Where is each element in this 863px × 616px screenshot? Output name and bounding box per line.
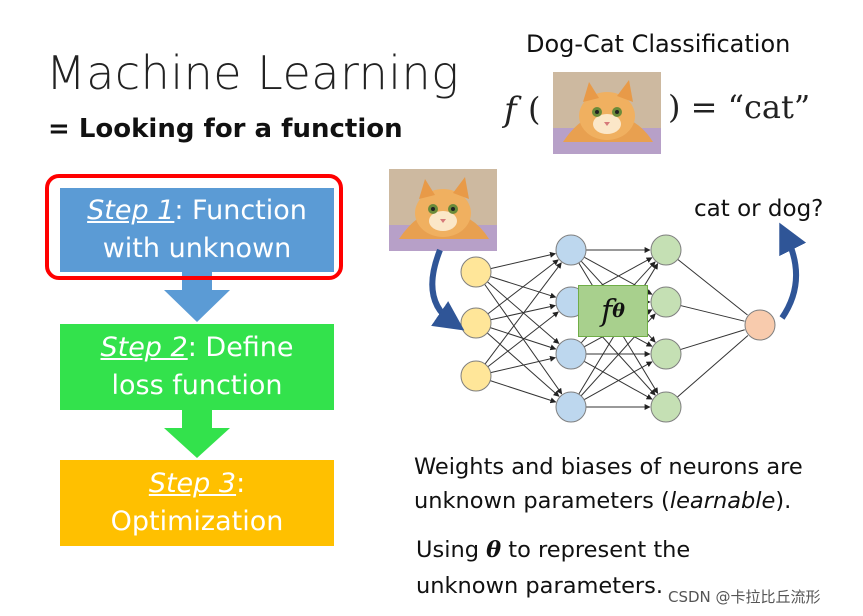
function-block-f: f: [601, 293, 613, 329]
step1-box: Step 1: Function with unknown: [60, 188, 334, 272]
step1-text: : Function: [174, 195, 307, 226]
step2-box: Step 2: Define loss function: [60, 324, 334, 410]
page-title: Machine Learning: [46, 46, 460, 100]
output-node: [744, 309, 776, 341]
step1-label: Step 1: [87, 195, 175, 226]
weights-description: Weights and biases of neurons are unknow…: [414, 450, 803, 518]
network-edge: [680, 329, 745, 351]
network-nodes: [460, 234, 776, 423]
step2-text: : Define: [187, 332, 294, 363]
step1-line2: with unknown: [102, 233, 292, 264]
theta-symbol: θ: [486, 537, 502, 563]
watermark: CSDN @卡拉比丘流形: [668, 588, 821, 606]
step2-label: Step 2: [100, 332, 188, 363]
network-edge: [490, 303, 556, 321]
hidden1-node: [555, 391, 587, 423]
theta-line2: unknown parameters.: [416, 573, 664, 599]
network-edge: [583, 361, 653, 401]
equation-open-paren: (: [528, 90, 541, 128]
equation-function: f: [504, 90, 517, 130]
network-edge: [487, 311, 559, 368]
hidden2-node: [650, 338, 682, 370]
input-node: [460, 360, 492, 392]
classification-title: Dog-Cat Classification: [526, 30, 791, 58]
network-edge: [490, 251, 556, 270]
input-node: [460, 307, 492, 339]
weights-line1: Weights and biases of neurons are: [414, 454, 803, 480]
weights-line2: unknown parameters (learnable).: [414, 484, 803, 518]
network-edge: [484, 262, 562, 365]
theta-line1: Using θ to represent the: [416, 532, 690, 568]
hidden1-node: [555, 234, 587, 266]
hidden1-node: [555, 338, 587, 370]
input-node: [460, 256, 492, 288]
theta-description: Using θ to represent the unknown paramet…: [416, 532, 690, 604]
theta-line1-post: to represent the: [501, 537, 691, 563]
output-question: cat or dog?: [694, 196, 824, 222]
network-edge: [677, 258, 748, 316]
network-edge: [490, 327, 557, 351]
cat-image: [553, 72, 661, 154]
network-edge: [680, 305, 745, 322]
arrow-step2-to-step3: [164, 410, 230, 458]
function-block-theta: θ: [612, 300, 625, 322]
hidden2-node: [650, 391, 682, 423]
network-edge: [490, 380, 557, 404]
step3-text: :: [236, 468, 246, 499]
hidden2-node: [650, 234, 682, 266]
weights-line2-italic: learnable: [669, 488, 776, 514]
weights-line2-post: ).: [775, 488, 792, 514]
network-edge: [676, 335, 749, 398]
cat-input-image: [389, 169, 497, 251]
network-edge: [490, 355, 556, 374]
equation-result: ) = “cat”: [668, 88, 811, 126]
step2-line2: loss function: [111, 370, 283, 401]
weights-line2-pre: unknown parameters (: [414, 488, 670, 514]
output-arrow: [779, 222, 807, 320]
step3-line2: Optimization: [110, 506, 284, 537]
input-arrow: [429, 248, 465, 331]
hidden2-node: [650, 286, 682, 318]
theta-line1-pre: Using: [416, 537, 487, 563]
step1-highlight: [45, 174, 343, 280]
network-edge: [487, 259, 559, 315]
step3-box: Step 3: Optimization: [60, 460, 334, 546]
page-subtitle: = Looking for a function: [48, 114, 403, 144]
step3-label: Step 3: [148, 468, 237, 499]
